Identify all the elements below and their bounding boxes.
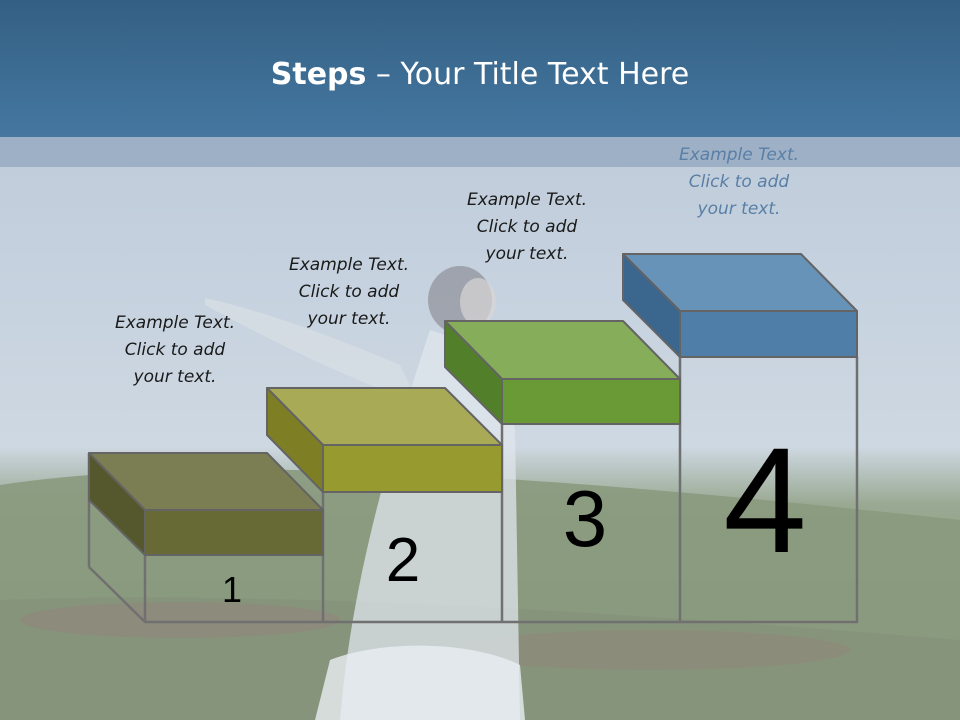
step-3-front <box>501 378 681 425</box>
step-4-block[interactable] <box>622 253 858 358</box>
step-4-front <box>679 310 858 358</box>
caption-line: Example Text. <box>114 313 236 333</box>
step-1-number: 1 <box>221 569 243 610</box>
step-3-caption[interactable]: Example Text. Click to add your text. <box>437 187 617 268</box>
caption-line: Click to add <box>688 172 790 192</box>
step-2-block[interactable] <box>266 387 503 493</box>
slide-title[interactable]: Steps – Your Title Text Here <box>0 55 960 95</box>
step-3-block[interactable] <box>444 320 681 425</box>
caption-line: Example Text. <box>466 190 588 210</box>
header-bar <box>0 0 960 137</box>
step-4-number: 4 <box>723 416 807 584</box>
caption-line: Click to add <box>124 340 226 360</box>
step-4-caption[interactable]: Example Text. Click to add your text. <box>649 142 829 223</box>
title-bold-word: Steps <box>270 57 367 92</box>
caption-line: your text. <box>133 367 217 387</box>
caption-line: Example Text. <box>678 145 800 165</box>
header-band <box>0 137 960 167</box>
caption-line: Click to add <box>476 217 578 237</box>
title-rest-text: – Your Title Text Here <box>366 57 690 92</box>
caption-line: Click to add <box>298 282 400 302</box>
step-3-number: 3 <box>562 474 608 563</box>
caption-line: your text. <box>485 244 569 264</box>
caption-line: your text. <box>307 309 391 329</box>
step-2-front <box>322 444 503 493</box>
caption-line: your text. <box>697 199 781 219</box>
step-2-number: 2 <box>385 526 421 595</box>
step-1-caption[interactable]: Example Text. Click to add your text. <box>85 310 265 391</box>
step-1-front <box>144 509 324 556</box>
step-2-caption[interactable]: Example Text. Click to add your text. <box>259 252 439 333</box>
step-1-block[interactable] <box>88 452 324 556</box>
caption-line: Example Text. <box>288 255 410 275</box>
